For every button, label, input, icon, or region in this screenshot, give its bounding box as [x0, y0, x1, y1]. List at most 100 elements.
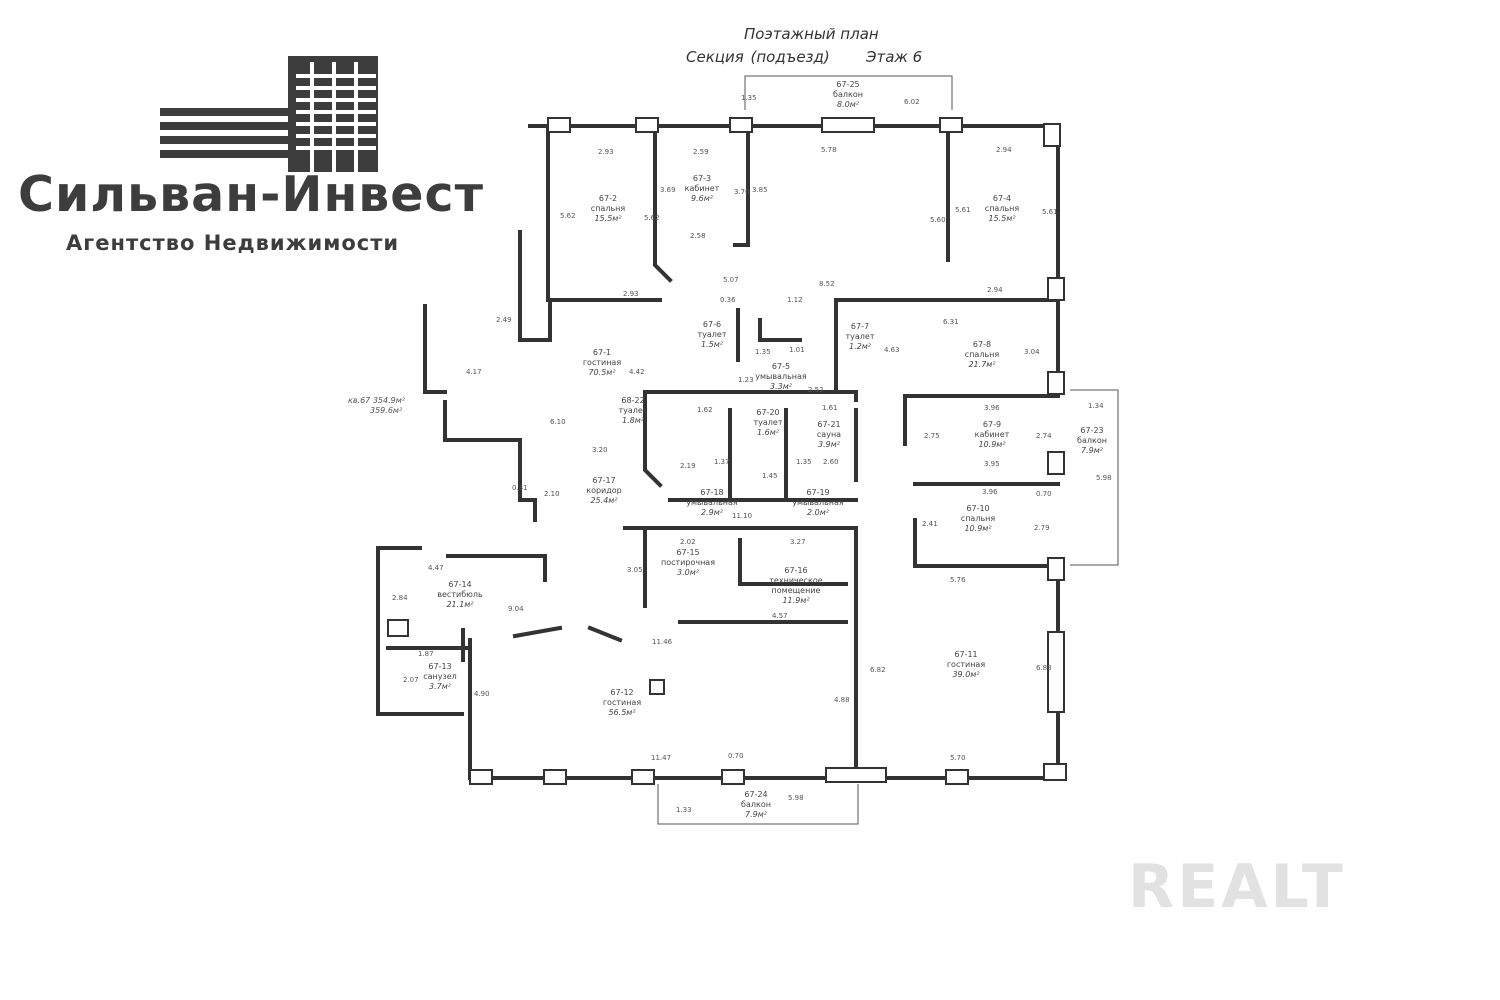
dimension-label: 1.33 — [676, 806, 692, 814]
dimension-label: 6.02 — [904, 98, 920, 106]
dimension-label: 2.41 — [922, 520, 938, 528]
dimension-label: 2.79 — [1034, 524, 1050, 532]
dimension-label: 11.10 — [732, 512, 753, 520]
dimension-label: 2.59 — [693, 148, 709, 156]
dimension-label: 5.78 — [821, 146, 837, 154]
dimension-label: 5.62 — [560, 212, 576, 220]
dimension-label: 11.46 — [652, 638, 673, 646]
dimension-label: 1.45 — [762, 472, 778, 480]
dimension-label: 4.57 — [772, 612, 788, 620]
dimension-label: 2.19 — [680, 462, 696, 470]
dimension-label: 2.52 — [808, 386, 824, 394]
dimension-label: 6.31 — [943, 318, 959, 326]
plan-floor: Этаж 6 — [866, 48, 923, 66]
dimension-label: 6.88 — [1036, 664, 1052, 672]
dimension-label: 3.85 — [752, 186, 768, 194]
dimension-label: 3.70 — [734, 188, 750, 196]
dimension-label: 1.35 — [755, 348, 771, 356]
dimension-label: 2.84 — [392, 594, 408, 602]
logo-subtitle: Агентство Недвижимости — [66, 231, 400, 255]
dimension-label: 0.70 — [728, 752, 744, 760]
dimension-label: 2.49 — [496, 316, 512, 324]
dimension-label: 4.88 — [834, 696, 850, 704]
dimension-label: 9.04 — [508, 605, 524, 613]
dimension-label: 4.47 — [428, 564, 444, 572]
dimension-label: 11.47 — [651, 754, 672, 762]
dimension-label: 3.05 — [627, 566, 643, 574]
dimension-label: 6.82 — [870, 666, 886, 674]
dimension-label: 0.36 — [720, 296, 736, 304]
dimension-label: 5.61 — [1042, 208, 1058, 216]
dimension-label: 3.96 — [982, 488, 998, 496]
dimension-label: 2.94 — [987, 286, 1003, 294]
dimension-label: 2.93 — [623, 290, 639, 298]
dimension-label: 4.17 — [466, 368, 482, 376]
dimension-label: 2.58 — [690, 232, 706, 240]
realt-watermark: REALT — [1128, 852, 1346, 922]
dimension-label: 3.95 — [984, 460, 1000, 468]
dimension-label: 1.23 — [738, 376, 754, 384]
dimension-label: 3.04 — [1024, 348, 1040, 356]
dimension-label: 2.60 — [823, 458, 839, 466]
dimension-label: 2.02 — [680, 538, 696, 546]
dimension-label: 1.35 — [741, 94, 757, 102]
dimension-label: 2.94 — [996, 146, 1012, 154]
dimension-label: 3.20 — [592, 446, 608, 454]
dimension-label: 1.87 — [418, 650, 434, 658]
plan-section: Секция (подъезд) — [686, 48, 830, 66]
dimension-label: 2.75 — [924, 432, 940, 440]
dimension-label: 5.76 — [950, 576, 966, 584]
dimension-label: 1.35 — [796, 458, 812, 466]
plan-title: Поэтажный план — [744, 25, 879, 43]
dimension-label: 3.96 — [984, 404, 1000, 412]
dimension-label: 2.07 — [403, 676, 419, 684]
total-area-note: кв.67 354.9м² 359.6м² — [348, 396, 405, 415]
dimension-label: 1.12 — [787, 296, 803, 304]
dimension-label: 8.52 — [819, 280, 835, 288]
dimension-label: 2.74 — [1036, 432, 1052, 440]
dimension-label: 1.62 — [697, 406, 713, 414]
dimension-label: 4.90 — [474, 690, 490, 698]
dimension-label: 5.61 — [955, 206, 971, 214]
dimension-label: 1.01 — [789, 346, 805, 354]
dimension-label: 4.42 — [629, 368, 645, 376]
dimension-label: 5.07 — [723, 276, 739, 284]
dimension-label: 4.63 — [884, 346, 900, 354]
dimension-label: 5.98 — [1096, 474, 1112, 482]
dimension-label: 3.27 — [790, 538, 806, 546]
dimension-label: 3.69 — [660, 186, 676, 194]
dimension-label: 5.60 — [930, 216, 946, 224]
dimension-label: 2.10 — [544, 490, 560, 498]
dimension-label: 2.93 — [598, 148, 614, 156]
logo-building-icon — [160, 56, 378, 172]
dimension-label: 1.34 — [1088, 402, 1104, 410]
dimension-label: 0.31 — [512, 484, 528, 492]
logo-title: Сильван-Инвест — [18, 166, 484, 223]
dimension-label: 6.10 — [550, 418, 566, 426]
dimension-label: 5.62 — [644, 214, 660, 222]
dimension-label: 0.70 — [1036, 490, 1052, 498]
dimension-label: 5.70 — [950, 754, 966, 762]
dimension-label: 1.37 — [714, 458, 730, 466]
